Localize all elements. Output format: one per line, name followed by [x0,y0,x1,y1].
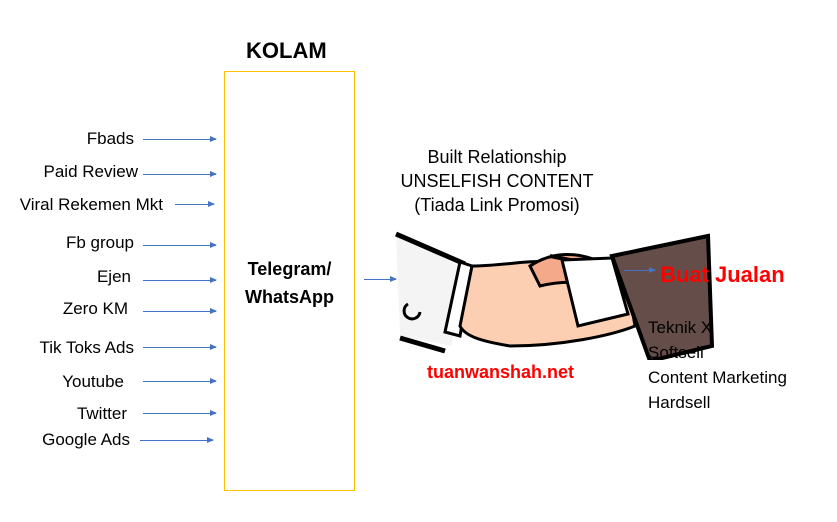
arrow [143,242,217,248]
technique-item: Teknik X [648,318,713,337]
source-label: Tik Toks Ads [39,338,134,357]
kolam-box [224,71,355,491]
source-label: Ejen [96,267,131,286]
arrow [143,410,217,416]
arrow [364,276,397,282]
watermark: tuanwanshah.net [427,362,575,382]
arrow [143,136,217,142]
result-title: Buat Jualan [660,262,785,287]
arrow [143,308,217,314]
source-label: Paid Review [43,162,139,181]
pool-line2: WhatsApp [245,287,334,307]
source-label: Twitter [76,404,127,423]
technique-item: Softsell [648,343,704,362]
technique-item: Content Marketing [648,368,787,387]
relationship-text: Built Relationship UNSELFISH CONTENT (Ti… [367,145,627,217]
technique-item: Hardsell [648,393,711,412]
relationship-line1: Built Relationship [427,147,567,167]
source-label: Fb group [65,233,134,252]
arrow [143,277,217,283]
arrow [175,201,215,207]
kolam-title: KOLAM [246,38,327,63]
arrow [143,344,217,350]
relationship-line2: UNSELFISH CONTENT [400,171,594,191]
pool-line1: Telegram/ [247,259,332,279]
relationship-line3: (Tiada Link Promosi) [414,195,580,215]
source-label: Zero KM [62,299,128,318]
arrow [143,378,217,384]
pool-label: Telegram/ WhatsApp [224,255,355,311]
source-label: Fbads [86,129,134,148]
source-label: Youtube [62,372,124,391]
arrow [140,437,214,443]
arrow [624,267,656,273]
source-label: Google Ads [42,430,130,449]
handshake-icon [395,231,715,360]
technique-list: Teknik X Softsell Content Marketing Hard… [648,315,787,415]
arrow [143,171,217,177]
source-label: Viral Rekemen Mkt [19,195,163,214]
